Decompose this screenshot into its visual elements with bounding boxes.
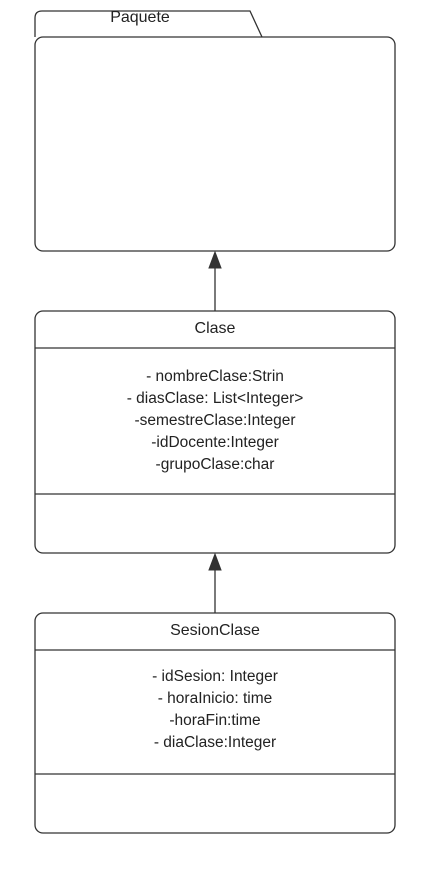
package-name: Paquete <box>110 9 170 26</box>
class-clase-name: Clase <box>194 320 236 337</box>
attribute: -idDocente:Integer <box>151 434 279 451</box>
class-sesionclase-name: SesionClase <box>170 622 260 639</box>
attribute: - idSesion: Integer <box>152 668 278 685</box>
generalization-sesionclase-to-clase <box>208 552 222 613</box>
class-sesionclase-attributes: - idSesion: Integer - horaInicio: time -… <box>35 666 395 754</box>
package-body <box>34 36 396 252</box>
class-sesionclase[interactable] <box>34 612 396 834</box>
attribute: -grupoClase:char <box>155 456 275 473</box>
attribute: -horaFin:time <box>169 712 261 729</box>
attribute: - diaClase:Integer <box>153 734 277 751</box>
arrowhead <box>208 250 222 269</box>
arrowhead <box>208 552 222 571</box>
attribute: - horaInicio: time <box>157 690 273 707</box>
package-paquete[interactable] <box>34 10 396 252</box>
attribute: - nombreClase:Strin <box>146 368 284 385</box>
attribute: -semestreClase:Integer <box>134 412 296 429</box>
class-sesionclase-box <box>34 612 396 834</box>
class-clase-attributes: - nombreClase:Strin - diasClase: List<In… <box>35 366 395 476</box>
package-tab <box>34 10 263 38</box>
generalization-clase-to-paquete <box>208 250 222 311</box>
class-clase[interactable] <box>34 310 396 554</box>
attribute: - diasClase: List<Integer> <box>126 390 304 407</box>
